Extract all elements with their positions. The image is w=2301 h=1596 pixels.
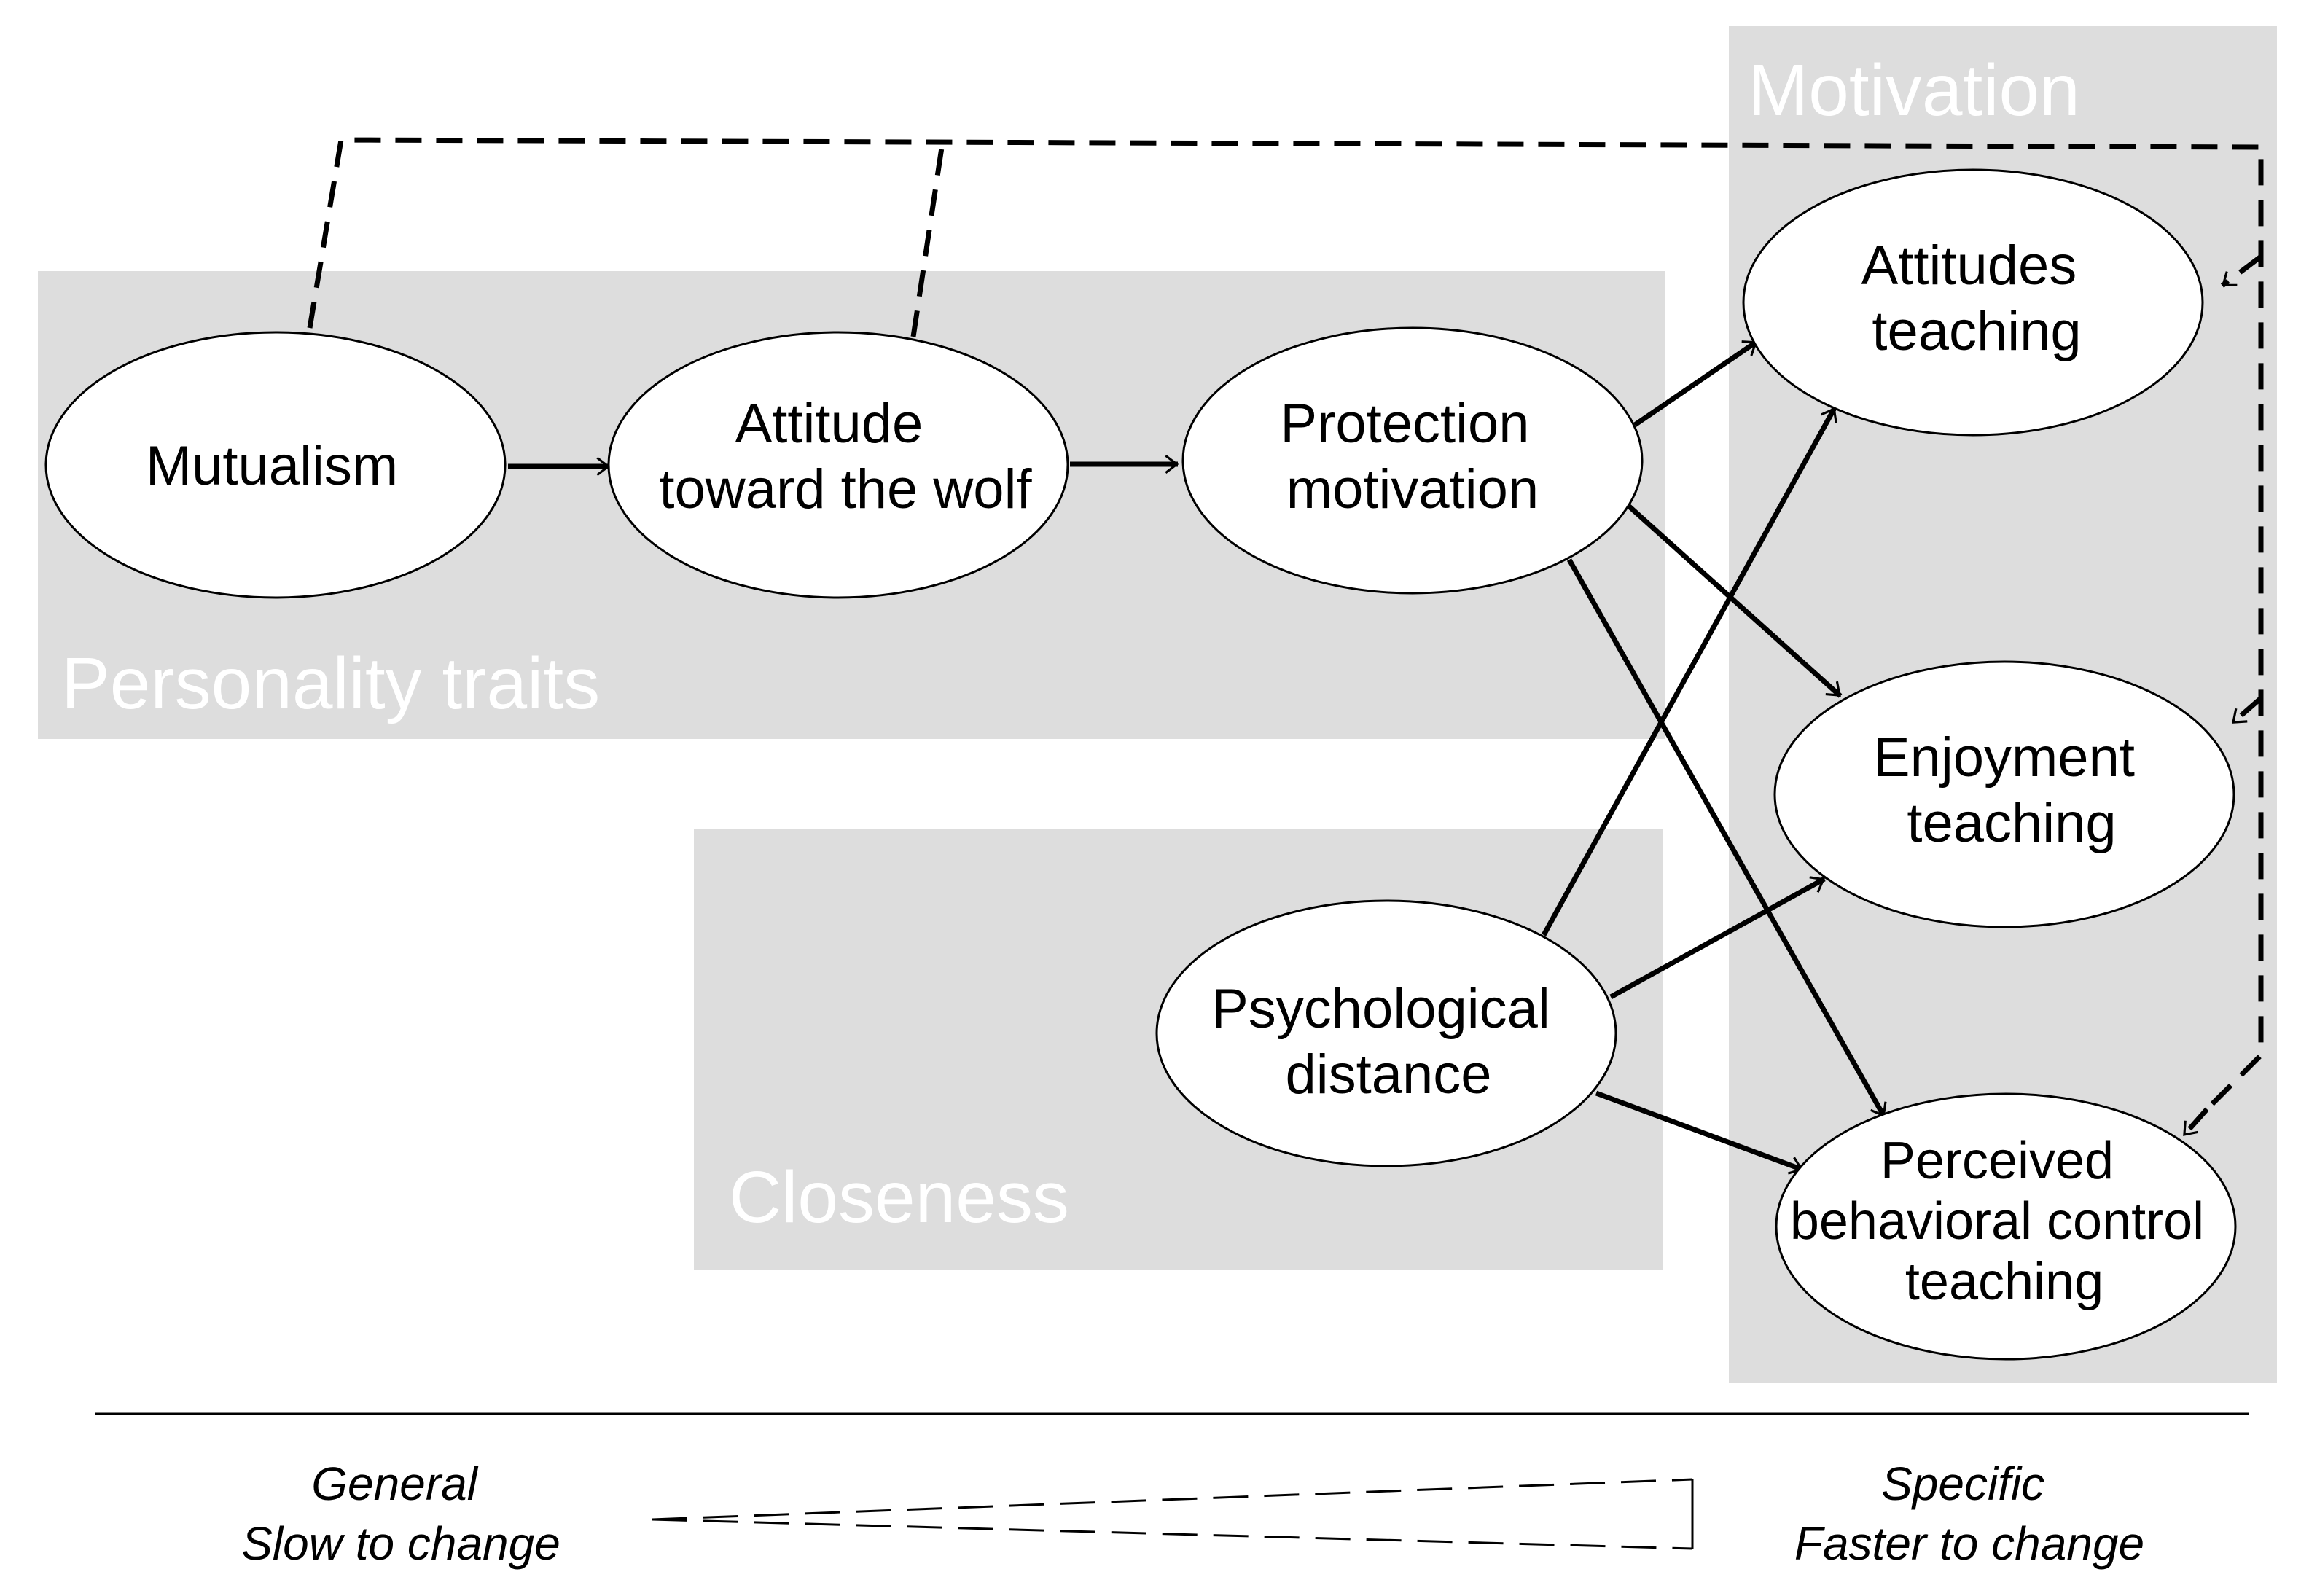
node-perceived-behavioral-control-teaching: Perceived behavioral control teaching — [1775, 1092, 2237, 1361]
motivation-label: Motivation — [1748, 50, 2080, 131]
node-protection-motivation: Protection motivation — [1181, 326, 1644, 595]
edge-protection-enjoyment-teaching — [1625, 502, 1843, 698]
node-enjoyment-teaching: Enjoyment teaching — [1773, 660, 2235, 928]
dashed-path-top — [307, 137, 2264, 1111]
edge-distance-attitudes-teaching — [1541, 407, 1837, 936]
general-to-specific-wedge — [652, 1478, 1694, 1550]
dashed-path-attitude-branch — [910, 142, 945, 337]
node-psychological-distance: Psychological distance — [1155, 899, 1617, 1167]
edge-distance-pbc-teaching — [1595, 1090, 1804, 1175]
node-mutualism-label: Mutualism — [146, 435, 398, 497]
node-psychological-distance-label: Psychological distance — [1211, 978, 1566, 1106]
scale-right-label: Specific Faster to change — [1794, 1458, 2144, 1570]
scale-left-label: General Slow to change — [241, 1458, 560, 1570]
edge-protection-pbc-teaching — [1566, 558, 1887, 1118]
dashed-arrow-attitudes-teaching — [2220, 254, 2263, 288]
node-attitude-toward-wolf: Attitude toward the wolf — [607, 331, 1069, 599]
node-protection-motivation-label: Protection motivation — [1280, 393, 1544, 520]
dashed-arrow-pbc-teaching — [2181, 1107, 2209, 1138]
edge-protection-attitudes-teaching — [1633, 340, 1758, 427]
node-mutualism: Mutualism — [44, 331, 507, 599]
personality-traits-label: Personality traits — [61, 643, 600, 724]
closeness-label: Closeness — [729, 1157, 1069, 1238]
node-enjoyment-teaching-label: Enjoyment teaching — [1873, 727, 2150, 854]
node-attitudes-teaching: Attitudes teaching — [1742, 168, 2204, 437]
dashed-arrow-enjoyment-teaching — [2230, 696, 2263, 725]
node-attitude-toward-wolf-label: Attitude toward the wolf — [659, 393, 1032, 520]
node-attitudes-teaching-label: Attitudes teaching — [1861, 235, 2093, 362]
edge-distance-enjoyment-teaching — [1609, 876, 1826, 1000]
node-perceived-behavioral-control-teaching-label: Perceived behavioral control teaching — [1790, 1132, 2219, 1311]
